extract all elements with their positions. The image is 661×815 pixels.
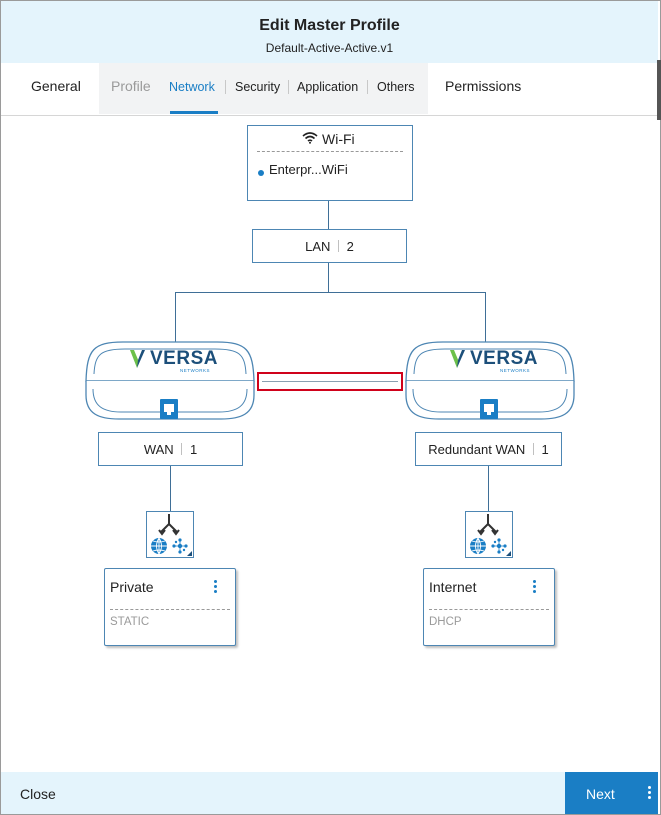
- wifi-ssid: Enterpr...WiFi: [269, 162, 348, 177]
- count-separator: [338, 240, 340, 252]
- connector-line: [485, 292, 486, 342]
- count-separator: [532, 443, 534, 455]
- dialog-subtitle: Default-Active-Active.v1: [265, 41, 394, 55]
- circuit-addressing: DHCP: [429, 616, 462, 628]
- circuit-addressing: STATIC: [110, 616, 150, 628]
- window-edge-bar: [657, 60, 661, 120]
- status-dot: [258, 170, 264, 176]
- tab-application[interactable]: Application: [297, 80, 359, 94]
- tab-separator: [225, 80, 226, 94]
- more-options-icon[interactable]: [648, 786, 652, 801]
- circuit-name: Private: [110, 579, 154, 595]
- dialog-title: Edit Master Profile: [259, 17, 400, 34]
- tab-profile[interactable]: Profile: [111, 78, 151, 94]
- tab-separator: [288, 80, 289, 94]
- card-menu-icon[interactable]: [533, 580, 536, 595]
- brand-label: VERSA: [470, 348, 538, 369]
- tab-bar: General Profile Network Security Applica…: [1, 63, 658, 116]
- circuit-name: Internet: [429, 579, 477, 595]
- active-tab-indicator: [170, 111, 218, 114]
- next-button[interactable]: Next: [565, 772, 658, 814]
- dialog-header: Edit Master Profile Default-Active-Activ…: [1, 1, 658, 63]
- dialog-footer: Close Next: [1, 772, 658, 814]
- next-label: Next: [586, 786, 615, 802]
- redundant-wan-box[interactable]: Redundant WAN 1: [415, 432, 562, 466]
- wan-count: 1: [189, 442, 198, 457]
- tab-others[interactable]: Others: [377, 80, 415, 94]
- lan-box[interactable]: LAN 2: [252, 229, 407, 263]
- brand-label: VERSA: [150, 348, 218, 369]
- versa-logo-icon: [130, 350, 145, 368]
- circuit-card-private[interactable]: Private STATIC: [104, 568, 236, 646]
- brand-sublabel: NETWORKS: [500, 368, 531, 373]
- versa-logo-icon: [450, 350, 465, 368]
- brand-sublabel: NETWORKS: [180, 368, 211, 373]
- transport-node-internet[interactable]: [465, 511, 513, 558]
- connector-line: [175, 292, 176, 342]
- split-transport-icon: [470, 514, 511, 556]
- wifi-label: Wi-Fi: [322, 131, 355, 147]
- close-button[interactable]: Close: [20, 786, 56, 802]
- count-separator: [181, 443, 183, 455]
- card-menu-icon[interactable]: [214, 580, 217, 595]
- redundant-wan-label: Redundant WAN: [428, 442, 526, 457]
- lan-label: LAN: [305, 239, 331, 254]
- ha-link-highlight[interactable]: [257, 372, 403, 391]
- circuit-card-internet[interactable]: Internet DHCP: [423, 568, 555, 646]
- versa-appliance-secondary[interactable]: VERSA NETWORKS: [403, 340, 577, 421]
- tab-network[interactable]: Network: [169, 80, 215, 94]
- connector-line: [175, 292, 485, 293]
- tab-security[interactable]: Security: [235, 80, 281, 94]
- divider: [257, 151, 403, 152]
- connector-line: [328, 263, 329, 292]
- transport-node-private[interactable]: [146, 511, 194, 558]
- appliance-body-icon: [85, 341, 255, 420]
- lan-count: 2: [346, 239, 354, 254]
- redundant-wan-count: 1: [541, 442, 549, 457]
- wifi-icon: [302, 132, 318, 144]
- connector-line: [488, 466, 489, 511]
- appliance-body-icon: [405, 341, 575, 420]
- tab-separator: [367, 80, 368, 94]
- tab-general[interactable]: General: [31, 78, 81, 94]
- connector-line: [328, 201, 329, 229]
- ha-link-line: [262, 381, 398, 382]
- versa-appliance-primary[interactable]: VERSA NETWORKS: [83, 340, 257, 421]
- wan-label: WAN: [143, 442, 174, 457]
- divider: [110, 609, 230, 610]
- connector-line: [170, 466, 171, 511]
- profile-subtab-group: Profile Network Security Application Oth…: [99, 63, 428, 114]
- divider: [429, 609, 549, 610]
- wan-box[interactable]: WAN 1: [98, 432, 243, 466]
- wifi-box[interactable]: Wi-Fi Enterpr...WiFi: [247, 125, 413, 201]
- tab-permissions[interactable]: Permissions: [445, 78, 522, 94]
- split-transport-icon: [151, 514, 192, 556]
